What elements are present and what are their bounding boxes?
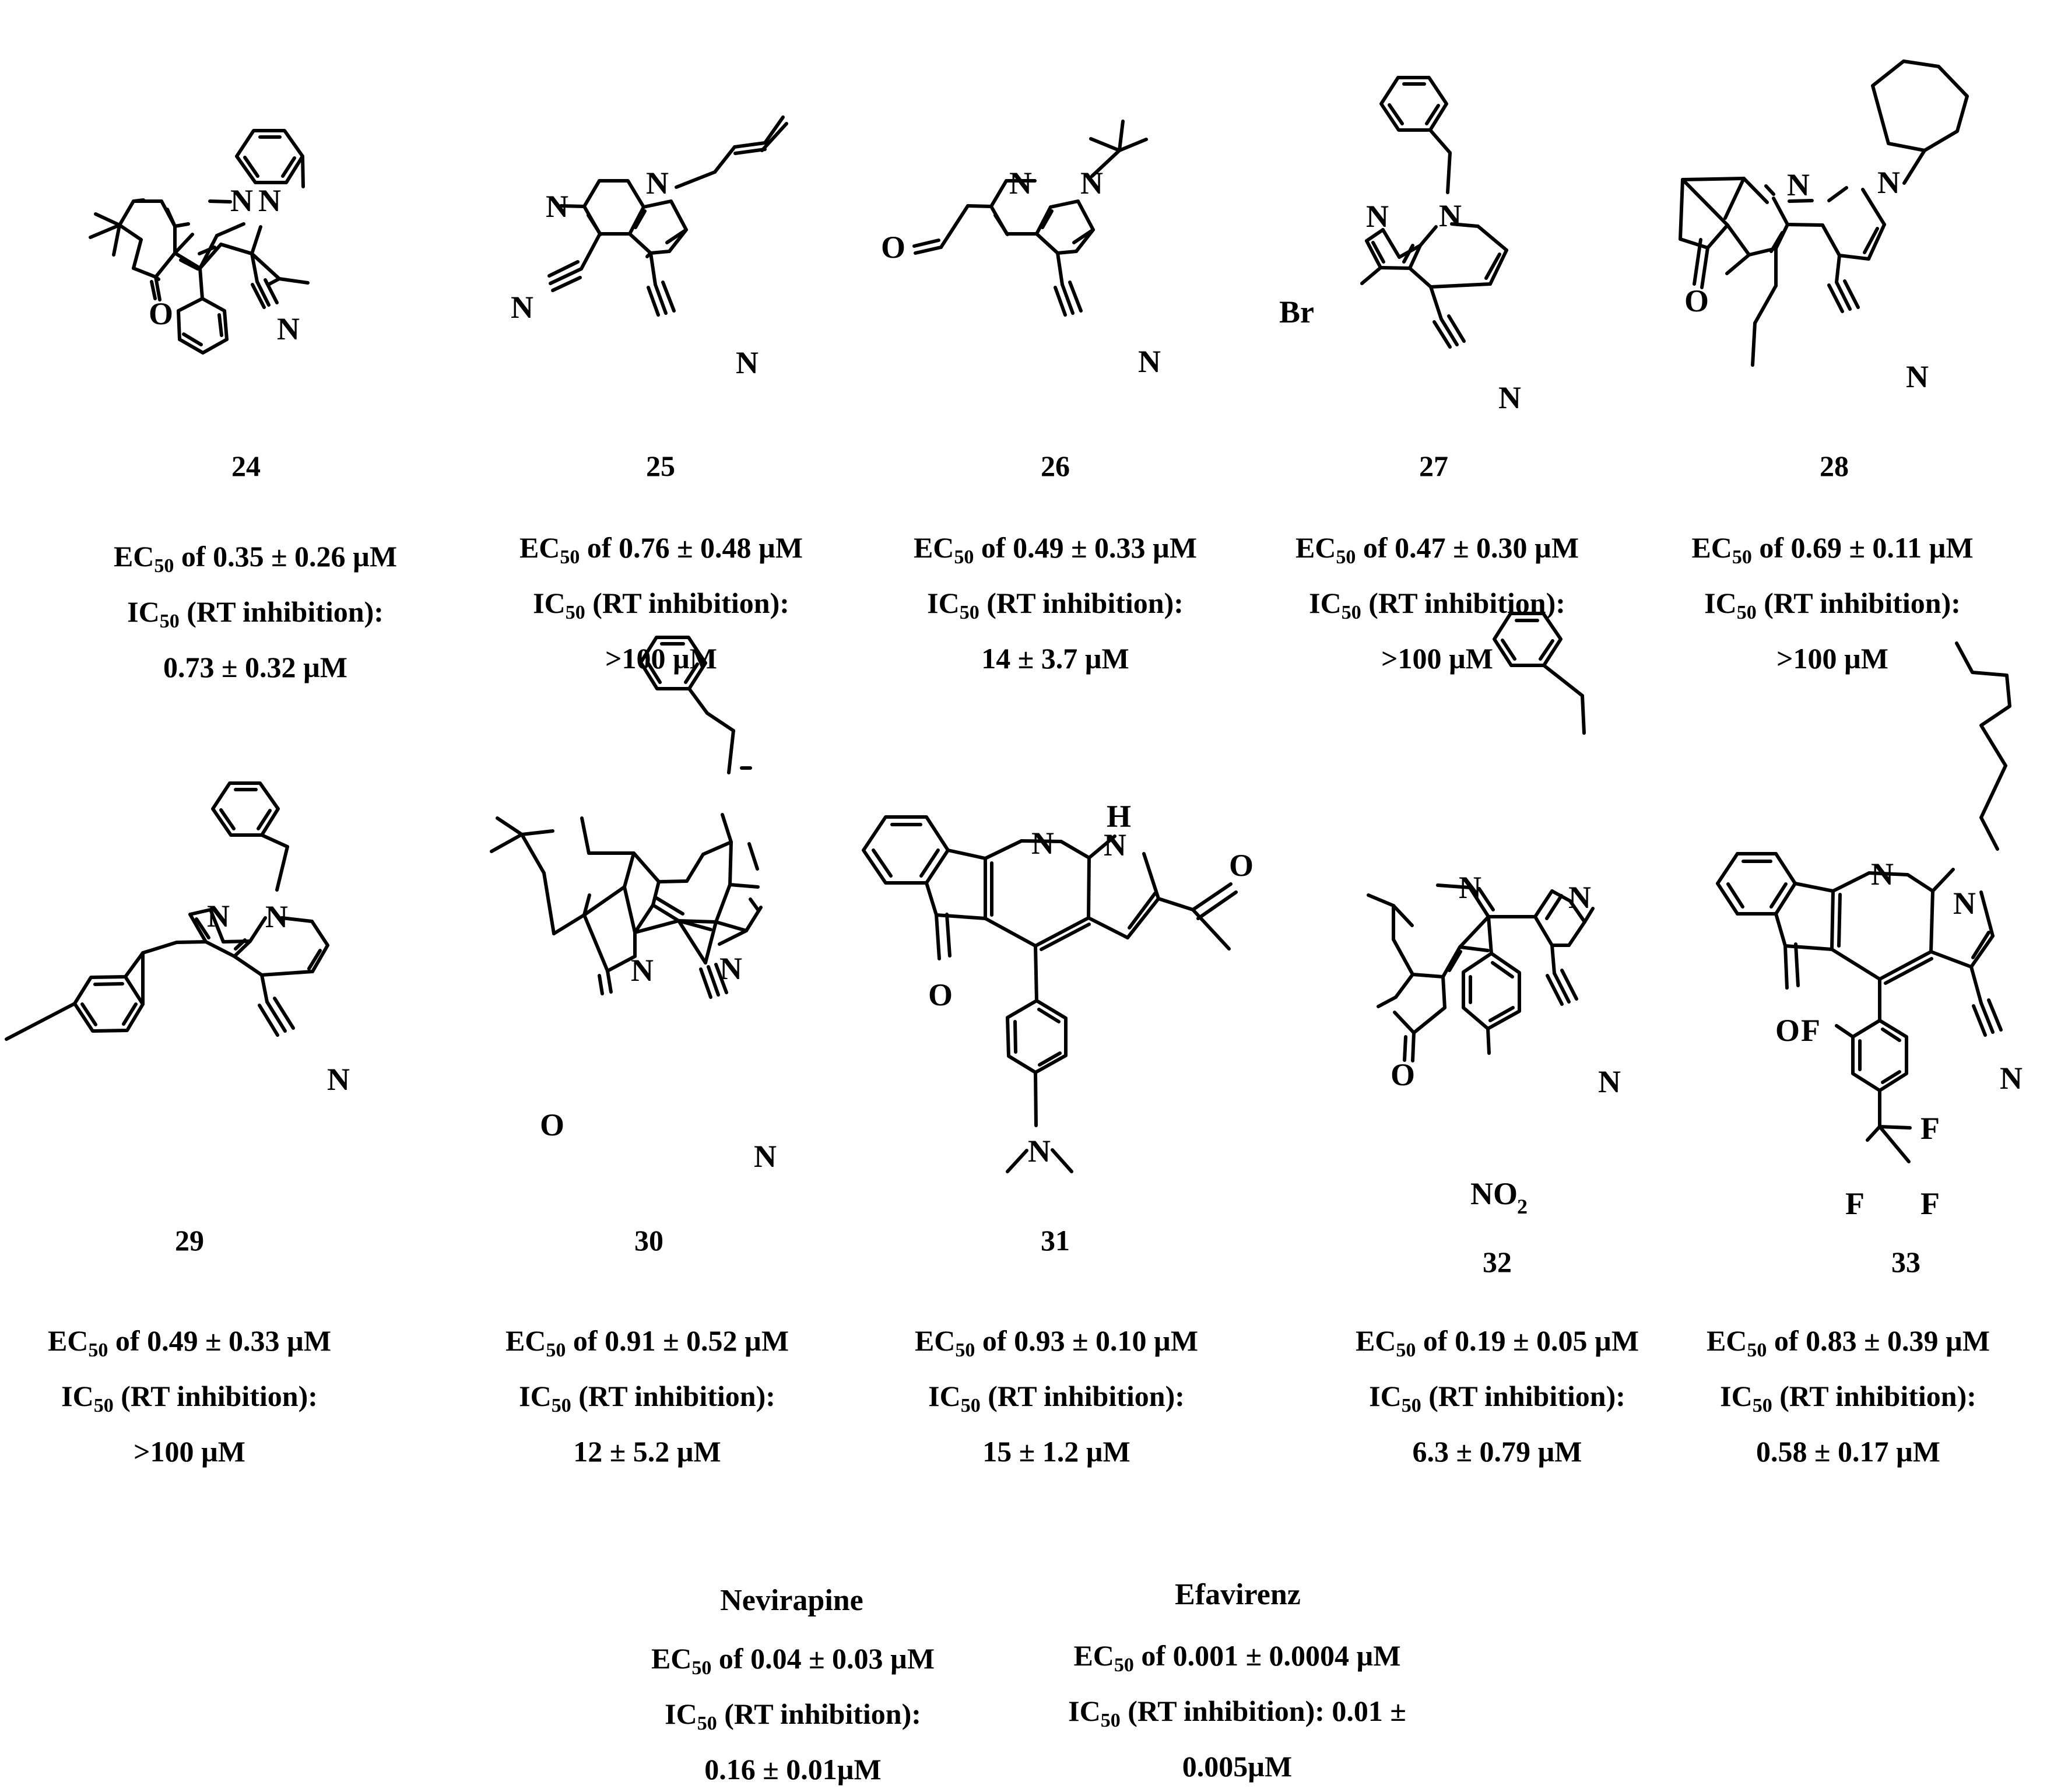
compound-number-25: 25 [646,450,675,482]
atom-32-n1: N [1459,870,1481,905]
structure-27: N N Br N [1279,76,1521,415]
activity-32: EC50 of 0.19 ± 0.05 µM IC50 (RT inhibiti… [1355,1324,1639,1468]
atom-24-o: O [149,296,173,331]
atom-31-n3: N [1028,1134,1051,1169]
atom-33-f1: F [1801,1013,1820,1048]
activity-31: EC50 of 0.93 ± 0.10 µM IC50 (RT inhibiti… [914,1324,1199,1468]
atom-26-o: O [881,230,905,265]
compound-number-31: 31 [1041,1224,1070,1257]
atom-32-n2: N [1568,880,1591,915]
atom-25-n3: N [511,290,533,325]
atom-31-n2: N [1104,827,1126,862]
compound-number-30: 30 [634,1224,663,1257]
atom-30-n3: N [754,1139,777,1174]
activity-efavirenz: EC50 of 0.001 ± 0.0004 µM IC50 (RT inhib… [1068,1639,1406,1783]
atom-33-f2: F [1920,1111,1940,1146]
atom-28-n1: N [1787,167,1810,202]
compound-number-28: 28 [1820,450,1849,482]
structure-31: N N H O O N [862,799,1254,1173]
atom-33-f3: F [1920,1186,1940,1221]
atom-29-n1: N [207,899,230,934]
activity-24: EC50 of 0.35 ± 0.26 µM IC50 (RT inhibiti… [113,540,398,683]
structure-24: N N N O [89,129,310,355]
activity-nevirapine: EC50 of 0.04 ± 0.03 µM IC50 (RT inhibiti… [651,1642,935,1786]
atom-33-n1: N [1871,857,1894,892]
atom-28-n2: N [1877,165,1900,200]
reference-name-nevirapine: Nevirapine [720,1584,863,1617]
atom-26-n1: N [1009,166,1032,201]
structure-32: N N O N NO 2 [1367,612,1621,1218]
atom-27-n2: N [1439,198,1462,233]
compound-number-26: 26 [1041,450,1070,482]
atom-27-br: Br [1279,294,1314,329]
atom-30-n2: N [719,951,742,986]
atom-25-n2: N [646,166,669,201]
compound-number-27: 27 [1419,450,1448,482]
atom-25-n4: N [736,345,759,380]
compound-number-33: 33 [1891,1246,1920,1278]
atom-28-o: O [1684,283,1709,318]
activity-30: EC50 of 0.91 ± 0.52 µM IC50 (RT inhibiti… [505,1324,789,1468]
compound-number-29: 29 [175,1224,204,1257]
structure-30: N N O N [490,636,777,1174]
atom-27-n3: N [1498,380,1521,415]
atom-29-n3: N [327,1062,350,1097]
atom-25-n1: N [546,189,568,224]
structure-25: N N N N [511,115,788,380]
atom-33-n2: N [1953,886,1976,921]
atom-32-n3: N [1598,1064,1621,1099]
atom-33-o: O [1775,1013,1800,1048]
activity-27: EC50 of 0.47 ± 0.30 µM IC50 (RT inhibiti… [1295,531,1579,675]
atom-24-n2: N [258,183,281,218]
atom-31-o2: O [1229,848,1254,883]
atom-29-n2: N [265,899,288,934]
activity-29: EC50 of 0.49 ± 0.33 µM IC50 (RT inhibiti… [47,1324,332,1468]
structure-26: N N O N [881,120,1161,379]
reference-name-efavirenz: Efavirenz [1175,1578,1301,1611]
atom-24-n3: N [277,311,300,346]
atom-31-n1: N [1031,826,1054,861]
atom-32-o: O [1391,1057,1415,1092]
activity-26: EC50 of 0.49 ± 0.33 µM IC50 (RT inhibiti… [913,531,1198,675]
atom-31-h: H [1107,799,1131,834]
structure-33: N N O F N F F F [1716,641,2023,1221]
activity-33: EC50 of 0.83 ± 0.39 µM IC50 (RT inhibiti… [1706,1324,1990,1468]
atom-27-n1: N [1366,199,1389,234]
structure-28: N N O N [1679,59,1969,394]
activity-28: EC50 of 0.69 ± 0.11 µM IC50 (RT inhibiti… [1691,531,1974,675]
atom-32-no2-sub: 2 [1517,1195,1528,1218]
compound-number-24: 24 [231,450,261,482]
atom-33-f4: F [1845,1186,1865,1221]
atom-30-o: O [540,1107,564,1142]
atom-31-o1: O [928,977,953,1012]
atom-33-n3: N [2000,1061,2023,1096]
atom-28-n3: N [1906,359,1929,394]
atom-26-n3: N [1138,344,1161,379]
atom-30-n1: N [631,953,654,988]
compound-number-32: 32 [1483,1246,1512,1278]
atom-26-n2: N [1080,166,1103,201]
activity-25: EC50 of 0.76 ± 0.48 µM IC50 (RT inhibiti… [519,531,803,675]
atom-24-n1: N [230,183,253,218]
structure-29: N N N [5,781,350,1097]
atom-32-no2: NO [1470,1176,1518,1211]
